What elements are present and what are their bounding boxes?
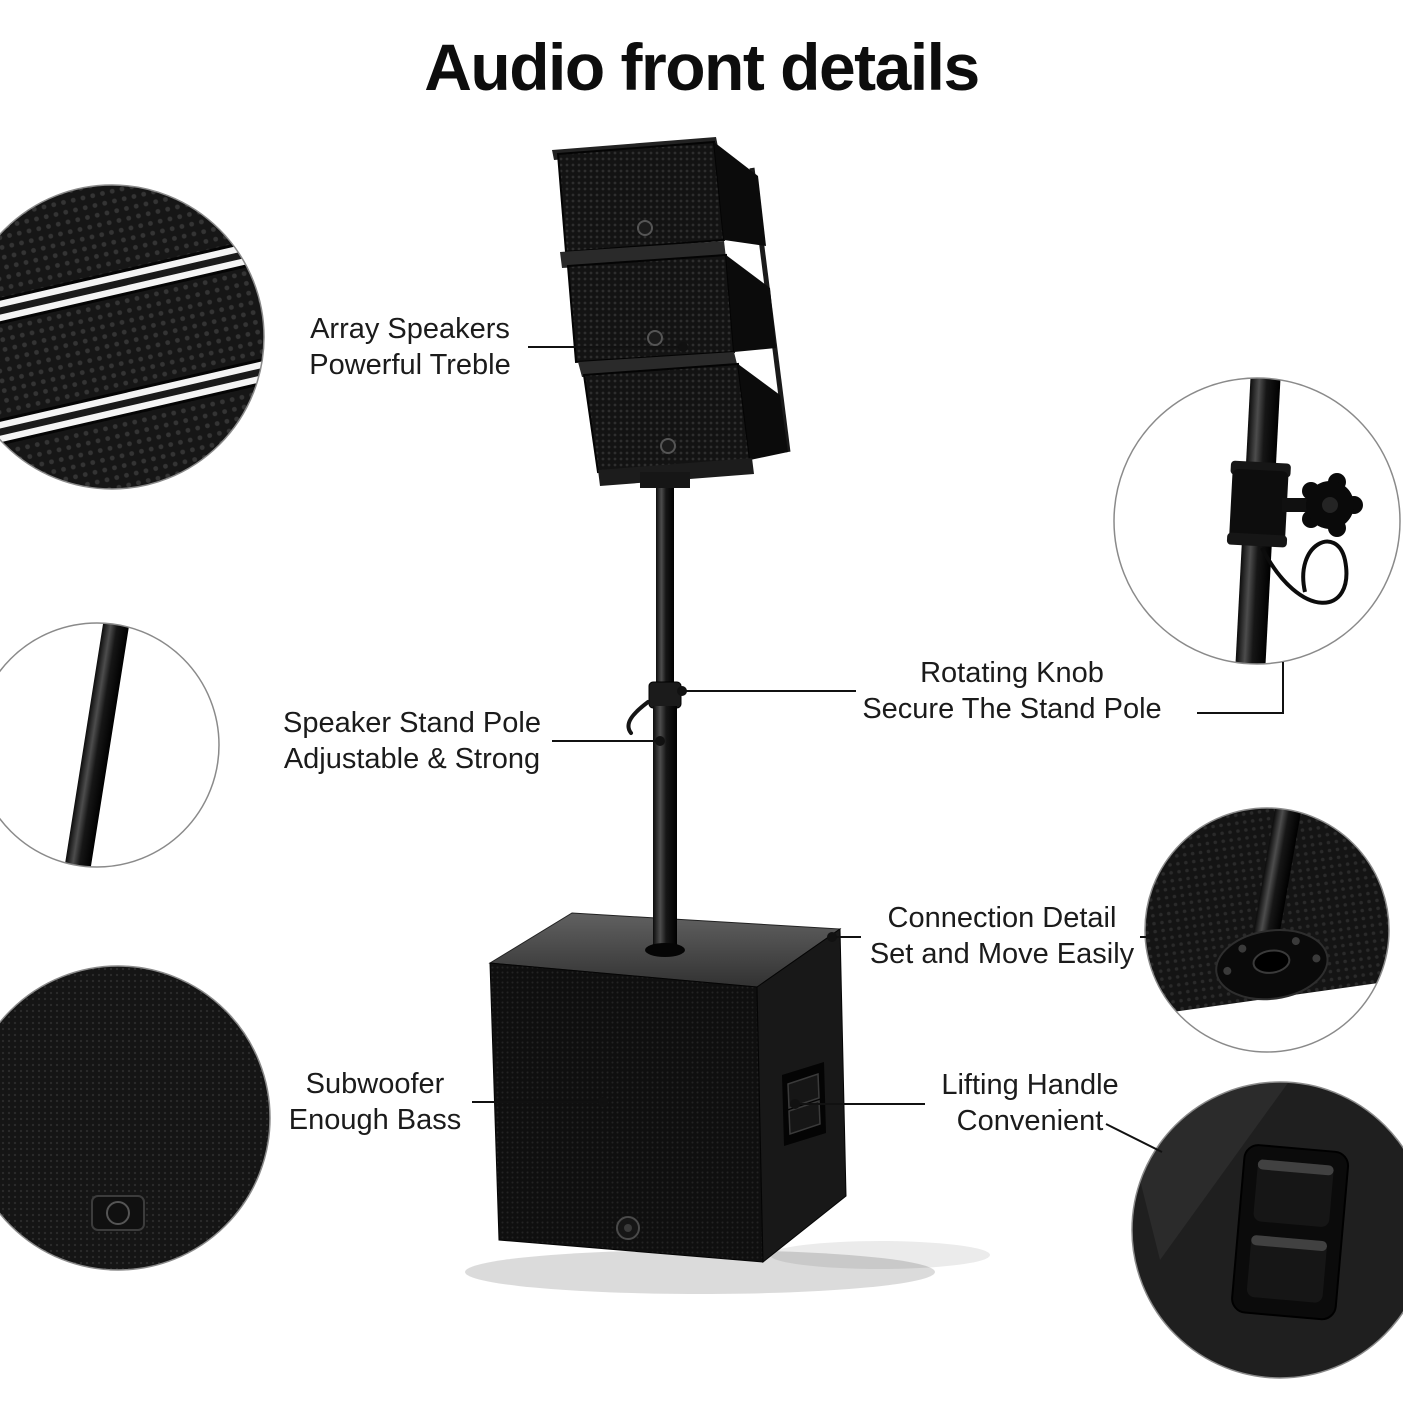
label-connection-detail-line1: Connection Detail xyxy=(887,902,1117,934)
label-rotating-knob-line1: Rotating Knob xyxy=(920,657,1104,689)
label-stand-pole-line1: Speaker Stand Pole xyxy=(283,707,541,739)
brand-badge xyxy=(616,1216,640,1240)
label-connection-detail: Connection Detail Set and Move Easily xyxy=(802,900,1202,972)
label-array-speakers: Array Speakers Powerful Treble xyxy=(250,311,570,383)
label-lifting-handle-line1: Lifting Handle xyxy=(941,1069,1119,1101)
subwoofer-illustration xyxy=(465,912,990,1294)
label-stand-pole-line2: Adjustable & Strong xyxy=(283,743,541,775)
speaker-stand-pole xyxy=(626,486,685,957)
inset-subwoofer-grille xyxy=(0,965,271,1271)
label-lifting-handle: Lifting Handle Convenient xyxy=(880,1067,1180,1139)
pole-clamp xyxy=(648,681,682,709)
inset-rotating-knob xyxy=(1113,377,1401,665)
page-title: Audio front details xyxy=(424,30,980,104)
label-subwoofer-line1: Subwoofer xyxy=(305,1068,445,1100)
array-speakers-illustration xyxy=(552,137,791,488)
star-knob xyxy=(1302,473,1363,537)
label-connection-detail-line2: Set and Move Easily xyxy=(869,938,1135,970)
label-subwoofer-line2: Enough Bass xyxy=(288,1104,462,1136)
leader-lines xyxy=(472,342,1284,1153)
label-rotating-knob-line2: Secure The Stand Pole xyxy=(862,693,1162,725)
label-array-speakers-line1: Array Speakers xyxy=(310,313,510,345)
label-lifting-handle-line2: Convenient xyxy=(956,1105,1104,1137)
label-subwoofer: Subwoofer Enough Bass xyxy=(225,1066,525,1138)
label-rotating-knob: Rotating Knob Secure The Stand Pole xyxy=(812,655,1212,727)
label-array-speakers-line2: Powerful Treble xyxy=(309,349,511,381)
inset-stand-pole xyxy=(0,622,220,868)
label-stand-pole: Speaker Stand Pole Adjustable & Strong xyxy=(232,705,592,777)
